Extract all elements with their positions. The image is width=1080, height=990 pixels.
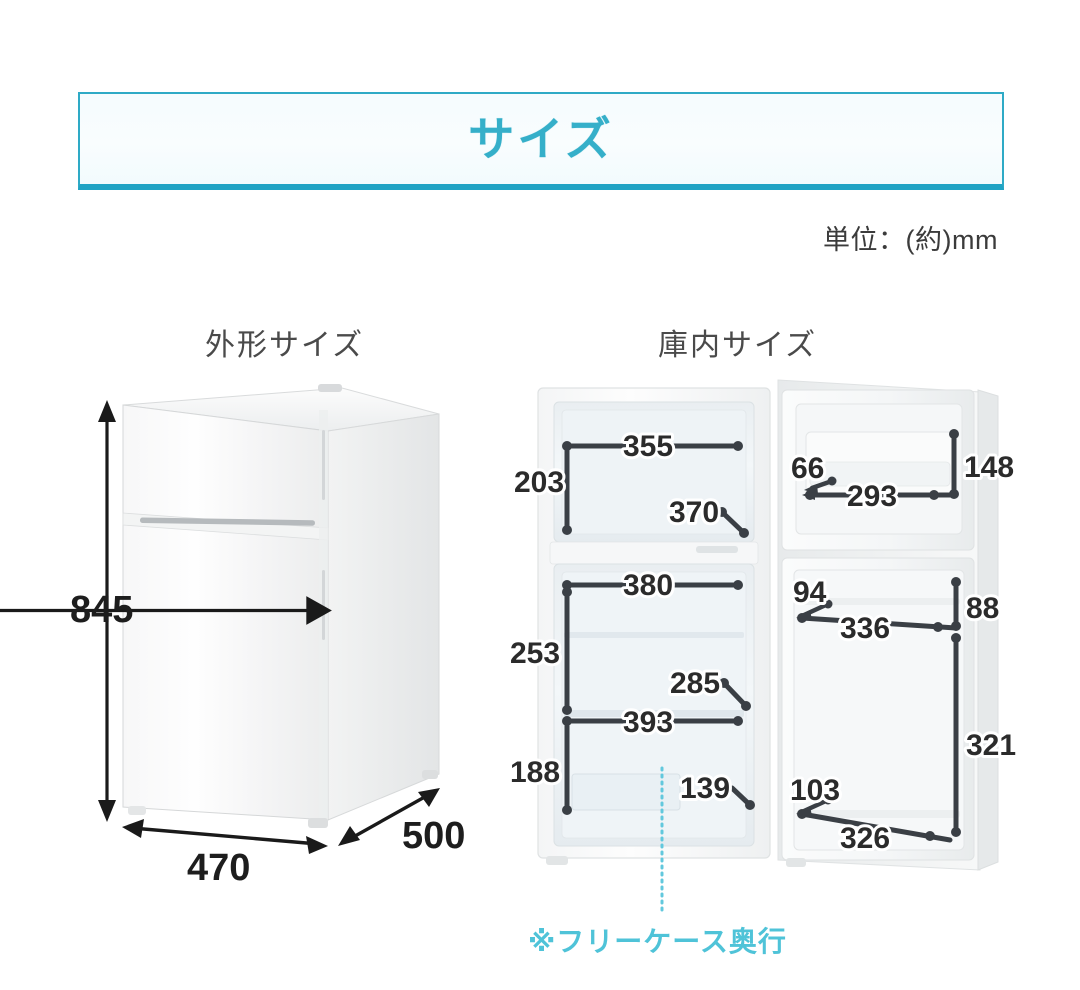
dimension-width-470: 470: [122, 819, 328, 889]
dim-fridge-upper-height: [562, 587, 572, 715]
dimension-label-depth: 500: [402, 815, 465, 857]
exterior-size-caption: 外形サイズ: [205, 329, 365, 362]
dim-door-side-height: [951, 633, 961, 837]
dim-freezer-pocket-width: [802, 490, 957, 500]
label-pocket-width: 293: [847, 480, 897, 513]
dim-freezer-pocket-lip: [804, 476, 837, 494]
label-pocket-height: 148: [964, 451, 1014, 484]
dim-fridge-lower-height: [562, 723, 572, 815]
interior-diagram: 203 355 370 66 293 148 380 253 285 393 1…: [507, 370, 1030, 915]
unit-note: 単位：(約)mm: [823, 225, 998, 255]
free-case-footnote: ※フリーケース奥行: [528, 926, 787, 957]
dim-fridge-upper-depth: [719, 678, 751, 711]
size-header-banner: サイズ: [78, 92, 1004, 190]
page-title: サイズ: [468, 113, 614, 165]
label-fridge-upper-height: 253: [510, 637, 560, 670]
label-fridge-upper-depth: 285: [670, 667, 720, 700]
label-door-top-height: 88: [966, 592, 999, 625]
interior-dimension-lines: [562, 429, 961, 843]
fridge-body: [122, 384, 440, 828]
dim-free-case-depth: [729, 785, 755, 810]
label-door-top-width: 336: [840, 612, 890, 645]
label-freezer-depth: 370: [669, 496, 719, 529]
dim-fridge-upper-width: [562, 580, 743, 590]
label-free-case-depth: 139: [680, 772, 730, 805]
exterior-svg: 845 470 500: [0, 384, 465, 889]
dimension-height-845: 845: [0, 400, 332, 822]
label-freezer-width: 355: [623, 430, 673, 463]
label-door-bottom-offset: 103: [790, 774, 840, 807]
dim-freezer-height: [562, 445, 572, 535]
exterior-diagram: 845 470 500: [0, 370, 510, 890]
label-fridge-lower-height: 188: [510, 756, 560, 789]
dimension-label-height: 845: [70, 589, 133, 631]
label-door-side-height: 321: [966, 729, 1016, 762]
label-door-bottom-width: 326: [840, 822, 890, 855]
interior-size-caption: 庫内サイズ: [658, 329, 818, 362]
interior-dimension-labels: 203 355 370 66 293 148 380 253 285 393 1…: [507, 427, 1019, 858]
dim-fridge-lower-width: [562, 716, 743, 726]
label-fridge-lower-width: 393: [623, 706, 673, 739]
dim-freezer-depth: [717, 507, 749, 538]
label-pocket-offset: 66: [791, 452, 824, 485]
dimension-label-width: 470: [187, 847, 250, 889]
label-freezer-height: 203: [514, 466, 564, 499]
interior-svg: 203 355 370 66 293 148 380 253 285 393 1…: [507, 379, 1019, 915]
label-fridge-upper-width: 380: [623, 569, 673, 602]
dim-door-bottom-lip: [796, 795, 833, 816]
dim-door-top-lip: [796, 599, 833, 620]
dimension-depth-500: 500: [338, 788, 465, 857]
interior-illustration: [537, 379, 999, 871]
label-door-top-offset: 94: [793, 576, 827, 609]
